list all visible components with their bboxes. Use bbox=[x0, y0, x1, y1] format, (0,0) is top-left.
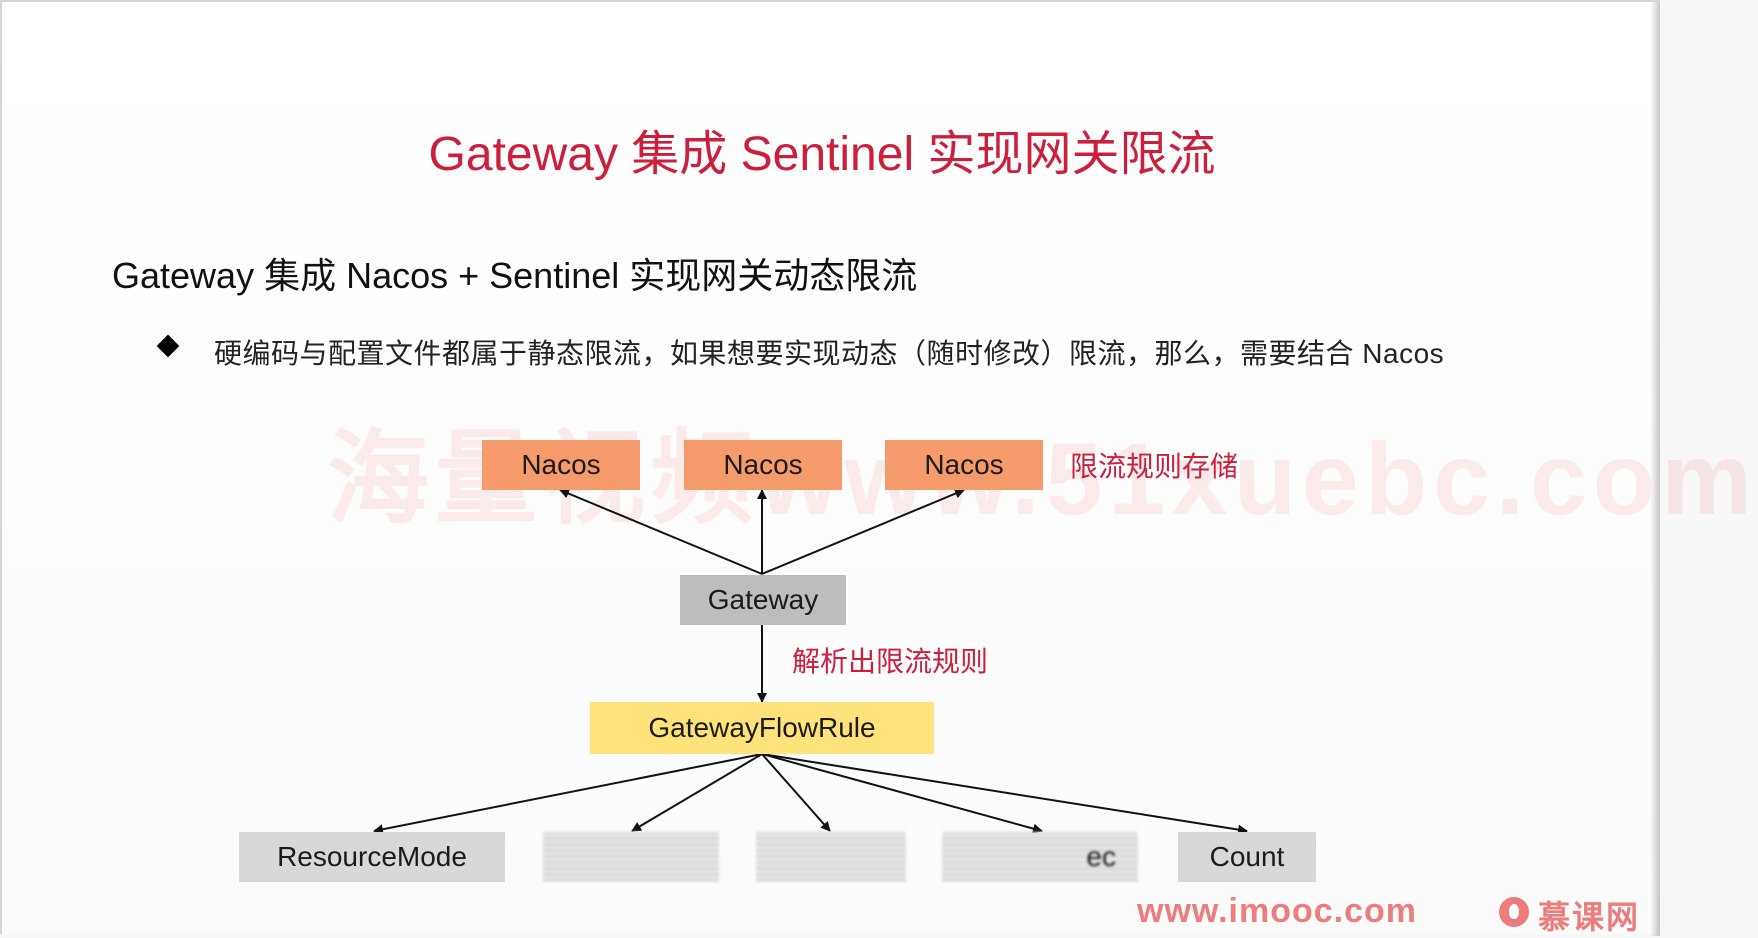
arrow-flowrule-5 bbox=[761, 753, 1248, 835]
count-box: Count bbox=[1178, 832, 1316, 882]
gateway-box: Gateway bbox=[680, 575, 846, 625]
parse-note: 解析出限流规则 bbox=[792, 646, 989, 677]
obscured-box-1 bbox=[543, 832, 719, 882]
nacos-box-2: Nacos bbox=[684, 440, 842, 490]
window-edge-shadow bbox=[1650, 2, 1660, 936]
resource-mode-box: ResourceMode bbox=[239, 832, 505, 882]
nacos-box-1: Nacos bbox=[482, 440, 640, 490]
arrow-flowrule-3 bbox=[761, 753, 831, 832]
arrow-gateway-nacos-3 bbox=[761, 488, 965, 575]
footer-url: www.imooc.com bbox=[1137, 892, 1418, 930]
obscured-box-3-text: ec bbox=[1086, 841, 1116, 872]
arrow-flowrule-1 bbox=[373, 753, 763, 835]
slide-title: Gateway 集成 Sentinel 实现网关限流 bbox=[428, 128, 1216, 181]
footer-brand: 慕课网 bbox=[1538, 899, 1641, 935]
obscured-box-2 bbox=[756, 832, 906, 882]
arrow-flowrule-2 bbox=[631, 753, 763, 832]
nacos-box-3: Nacos bbox=[885, 440, 1043, 490]
slide-subtitle: Gateway 集成 Nacos + Sentinel 实现网关动态限流 bbox=[112, 255, 918, 296]
arrow-gateway-nacos-1 bbox=[559, 488, 763, 575]
obscured-box-3: ec bbox=[942, 832, 1138, 882]
flowrule-box: GatewayFlowRule bbox=[590, 702, 934, 754]
diagram-arrows bbox=[373, 488, 1248, 835]
bullet-text: 硬编码与配置文件都属于静态限流，如果想要实现动态（随时修改）限流，那么，需要结合… bbox=[214, 338, 1445, 369]
nacos-note: 限流规则存储 bbox=[1070, 451, 1239, 482]
arrow-flowrule-4 bbox=[761, 753, 1043, 834]
imooc-logo-icon bbox=[1499, 897, 1529, 927]
